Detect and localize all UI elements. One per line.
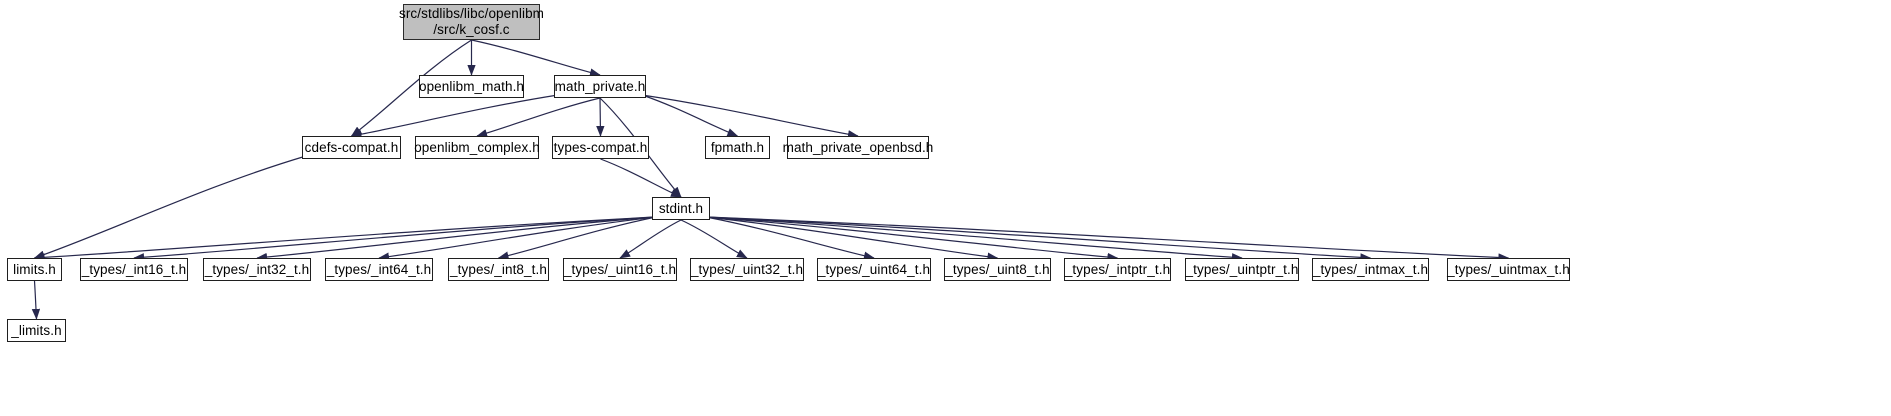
graph-node-uintptr[interactable]: _types/_uintptr_t.h bbox=[1185, 258, 1299, 281]
graph-node-stdint[interactable]: stdint.h bbox=[652, 197, 710, 220]
graph-node-openlibm_complex[interactable]: openlibm_complex.h bbox=[414, 136, 540, 159]
graph-edge-stdint-to-int8 bbox=[497, 216, 657, 260]
graph-edge-stdint-to-int64 bbox=[378, 216, 657, 261]
graph-node-int32[interactable]: _types/_int32_t.h bbox=[203, 258, 311, 281]
graph-edge-stdint-to-int16 bbox=[133, 216, 657, 262]
graph-edge-stdint-to-intmax bbox=[705, 216, 1372, 262]
graph-edge-stdint-to-uint16 bbox=[619, 219, 682, 259]
graph-node-uint64[interactable]: _types/_uint64_t.h bbox=[817, 258, 931, 281]
graph-edge-stdint-to-intptr bbox=[705, 216, 1119, 262]
graph-node-cdefs_compat[interactable]: cdefs-compat.h bbox=[302, 136, 401, 159]
graph-edge-stdint-to-uintmax bbox=[705, 216, 1510, 262]
graph-edge-stdint-to-int32 bbox=[256, 216, 657, 262]
graph-node-types_compat[interactable]: types-compat.h bbox=[552, 136, 649, 159]
graph-edge-stdint-to-limits bbox=[33, 216, 657, 262]
graph-edge-stdint-to-uint8 bbox=[705, 216, 999, 261]
graph-edge-types_compat-to-stdint bbox=[600, 158, 682, 198]
graph-node-intptr[interactable]: _types/_intptr_t.h bbox=[1064, 258, 1171, 281]
graph-node-intmax[interactable]: _types/_intmax_t.h bbox=[1312, 258, 1429, 281]
graph-node-k_cosf[interactable]: src/stdlibs/libc/openlibm /src/k_cosf.c bbox=[399, 4, 544, 40]
graph-edge-limits-to-_limits bbox=[31, 280, 41, 320]
graph-node-int16[interactable]: _types/_int16_t.h bbox=[80, 258, 188, 281]
graph-node-int64[interactable]: _types/_int64_t.h bbox=[325, 258, 433, 281]
graph-edge-math_private-to-fpmath bbox=[641, 94, 739, 137]
graph-node-math_private[interactable]: math_private.h bbox=[554, 75, 646, 98]
graph-node-uint16[interactable]: _types/_uint16_t.h bbox=[563, 258, 677, 281]
graph-node-uintmax[interactable]: _types/_uintmax_t.h bbox=[1447, 258, 1570, 281]
graph-edge-math_private-to-cdefs_compat bbox=[350, 94, 559, 139]
graph-edge-stdint-to-uintptr bbox=[705, 216, 1243, 262]
graph-node-openlibm_math[interactable]: openlibm_math.h bbox=[419, 75, 524, 98]
graph-edge-stdint-to-uint64 bbox=[705, 216, 875, 260]
graph-node-uint32[interactable]: _types/_uint32_t.h bbox=[690, 258, 804, 281]
graph-edge-cdefs_compat-to-limits bbox=[33, 155, 307, 259]
graph-node-math_private_obsd[interactable]: math_private_openbsd.h bbox=[783, 136, 933, 159]
graph-edge-stdint-to-uint32 bbox=[680, 219, 748, 259]
graph-node-limits[interactable]: limits.h bbox=[7, 258, 62, 281]
graph-edge-math_private-to-types_compat bbox=[596, 97, 605, 137]
graph-edge-math_private-to-math_private_obsd bbox=[641, 94, 859, 139]
graph-edge-math_private-to-openlibm_complex bbox=[476, 97, 601, 138]
graph-node-fpmath[interactable]: fpmath.h bbox=[705, 136, 770, 159]
graph-node-int8[interactable]: _types/_int8_t.h bbox=[448, 258, 549, 281]
graph-edge-k_cosf-to-math_private bbox=[471, 39, 601, 77]
graph-node-uint8[interactable]: _types/_uint8_t.h bbox=[944, 258, 1051, 281]
graph-node-_limits[interactable]: _limits.h bbox=[7, 319, 66, 342]
